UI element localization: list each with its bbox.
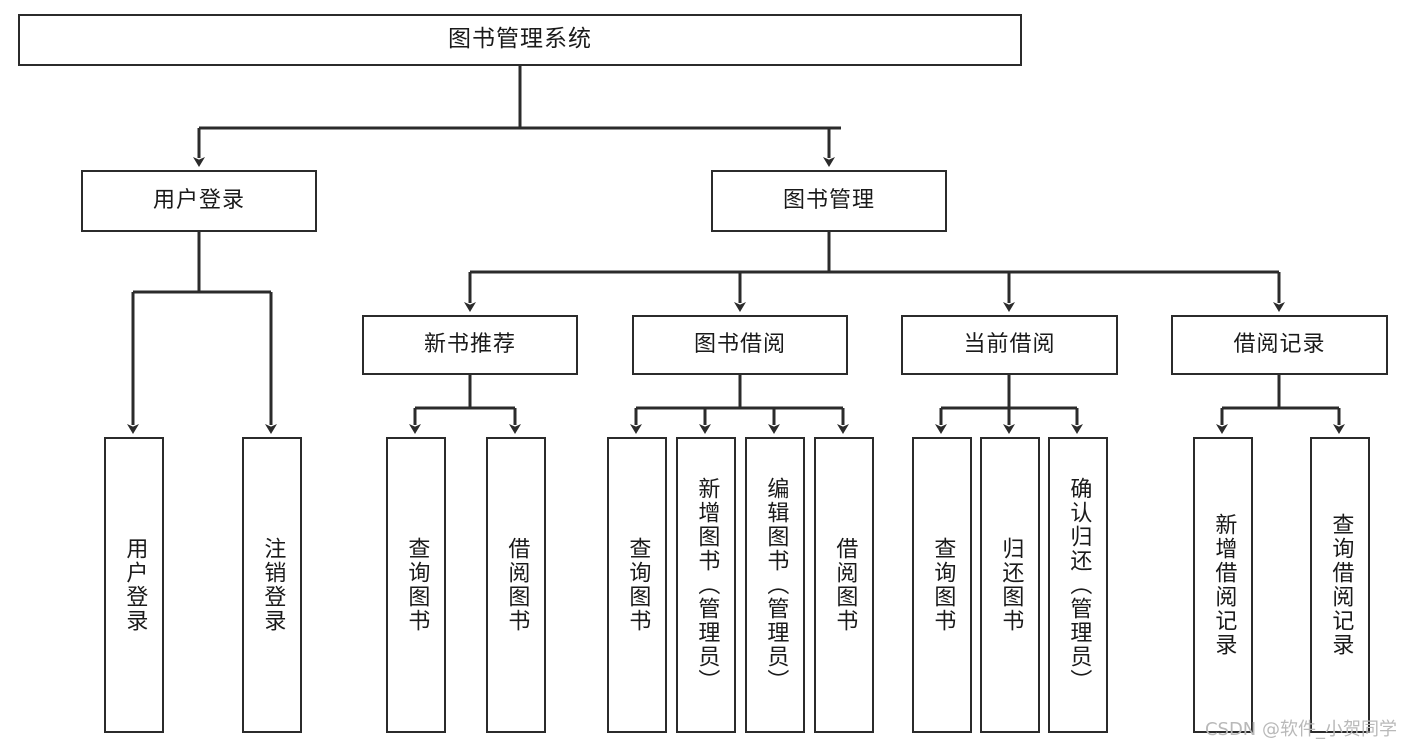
leaf-recommend-query-book[interactable]: 查询图书 bbox=[386, 437, 446, 733]
node-current-borrow[interactable]: 当前借阅 bbox=[901, 315, 1118, 375]
leaf-record-add[interactable]: 新增借阅记录 bbox=[1193, 437, 1253, 733]
leaf-label: 新增图书（管理员） bbox=[694, 477, 720, 693]
leaf-user-logout[interactable]: 注销登录 bbox=[242, 437, 302, 733]
leaf-current-return-book[interactable]: 归还图书 bbox=[980, 437, 1040, 733]
leaf-borrow-query-book[interactable]: 查询图书 bbox=[607, 437, 667, 733]
leaf-recommend-borrow-book[interactable]: 借阅图书 bbox=[486, 437, 546, 733]
leaf-borrow-add-book[interactable]: 新增图书（管理员） bbox=[676, 437, 736, 733]
leaf-borrow-edit-book[interactable]: 编辑图书（管理员） bbox=[745, 437, 805, 733]
node-book-manage[interactable]: 图书管理 bbox=[711, 170, 947, 232]
node-book-borrow[interactable]: 图书借阅 bbox=[632, 315, 848, 375]
leaf-current-confirm-return[interactable]: 确认归还（管理员） bbox=[1048, 437, 1108, 733]
leaf-label: 确认归还（管理员） bbox=[1066, 477, 1092, 693]
leaf-label: 查询借阅记录 bbox=[1328, 513, 1354, 657]
leaf-current-query-book[interactable]: 查询图书 bbox=[912, 437, 972, 733]
leaf-label: 借阅图书 bbox=[504, 537, 530, 633]
leaf-label: 编辑图书（管理员） bbox=[763, 477, 789, 693]
leaf-label: 查询图书 bbox=[625, 537, 651, 633]
node-user-login[interactable]: 用户登录 bbox=[81, 170, 317, 232]
leaf-label: 新增借阅记录 bbox=[1211, 513, 1237, 657]
leaf-record-search[interactable]: 查询借阅记录 bbox=[1310, 437, 1370, 733]
leaf-label: 借阅图书 bbox=[832, 537, 858, 633]
node-borrow-record[interactable]: 借阅记录 bbox=[1171, 315, 1388, 375]
leaf-label: 注销登录 bbox=[260, 537, 286, 633]
node-root[interactable]: 图书管理系统 bbox=[18, 14, 1022, 66]
leaf-label: 用户登录 bbox=[122, 537, 148, 633]
node-new-book-recommend[interactable]: 新书推荐 bbox=[362, 315, 578, 375]
csdn-watermark: CSDN @软件_小贺同学 bbox=[1204, 719, 1397, 740]
leaf-label: 查询图书 bbox=[404, 537, 430, 633]
leaf-label: 查询图书 bbox=[930, 537, 956, 633]
leaf-label: 归还图书 bbox=[998, 537, 1024, 633]
leaf-user-login[interactable]: 用户登录 bbox=[104, 437, 164, 733]
leaf-borrow-lend-book[interactable]: 借阅图书 bbox=[814, 437, 874, 733]
